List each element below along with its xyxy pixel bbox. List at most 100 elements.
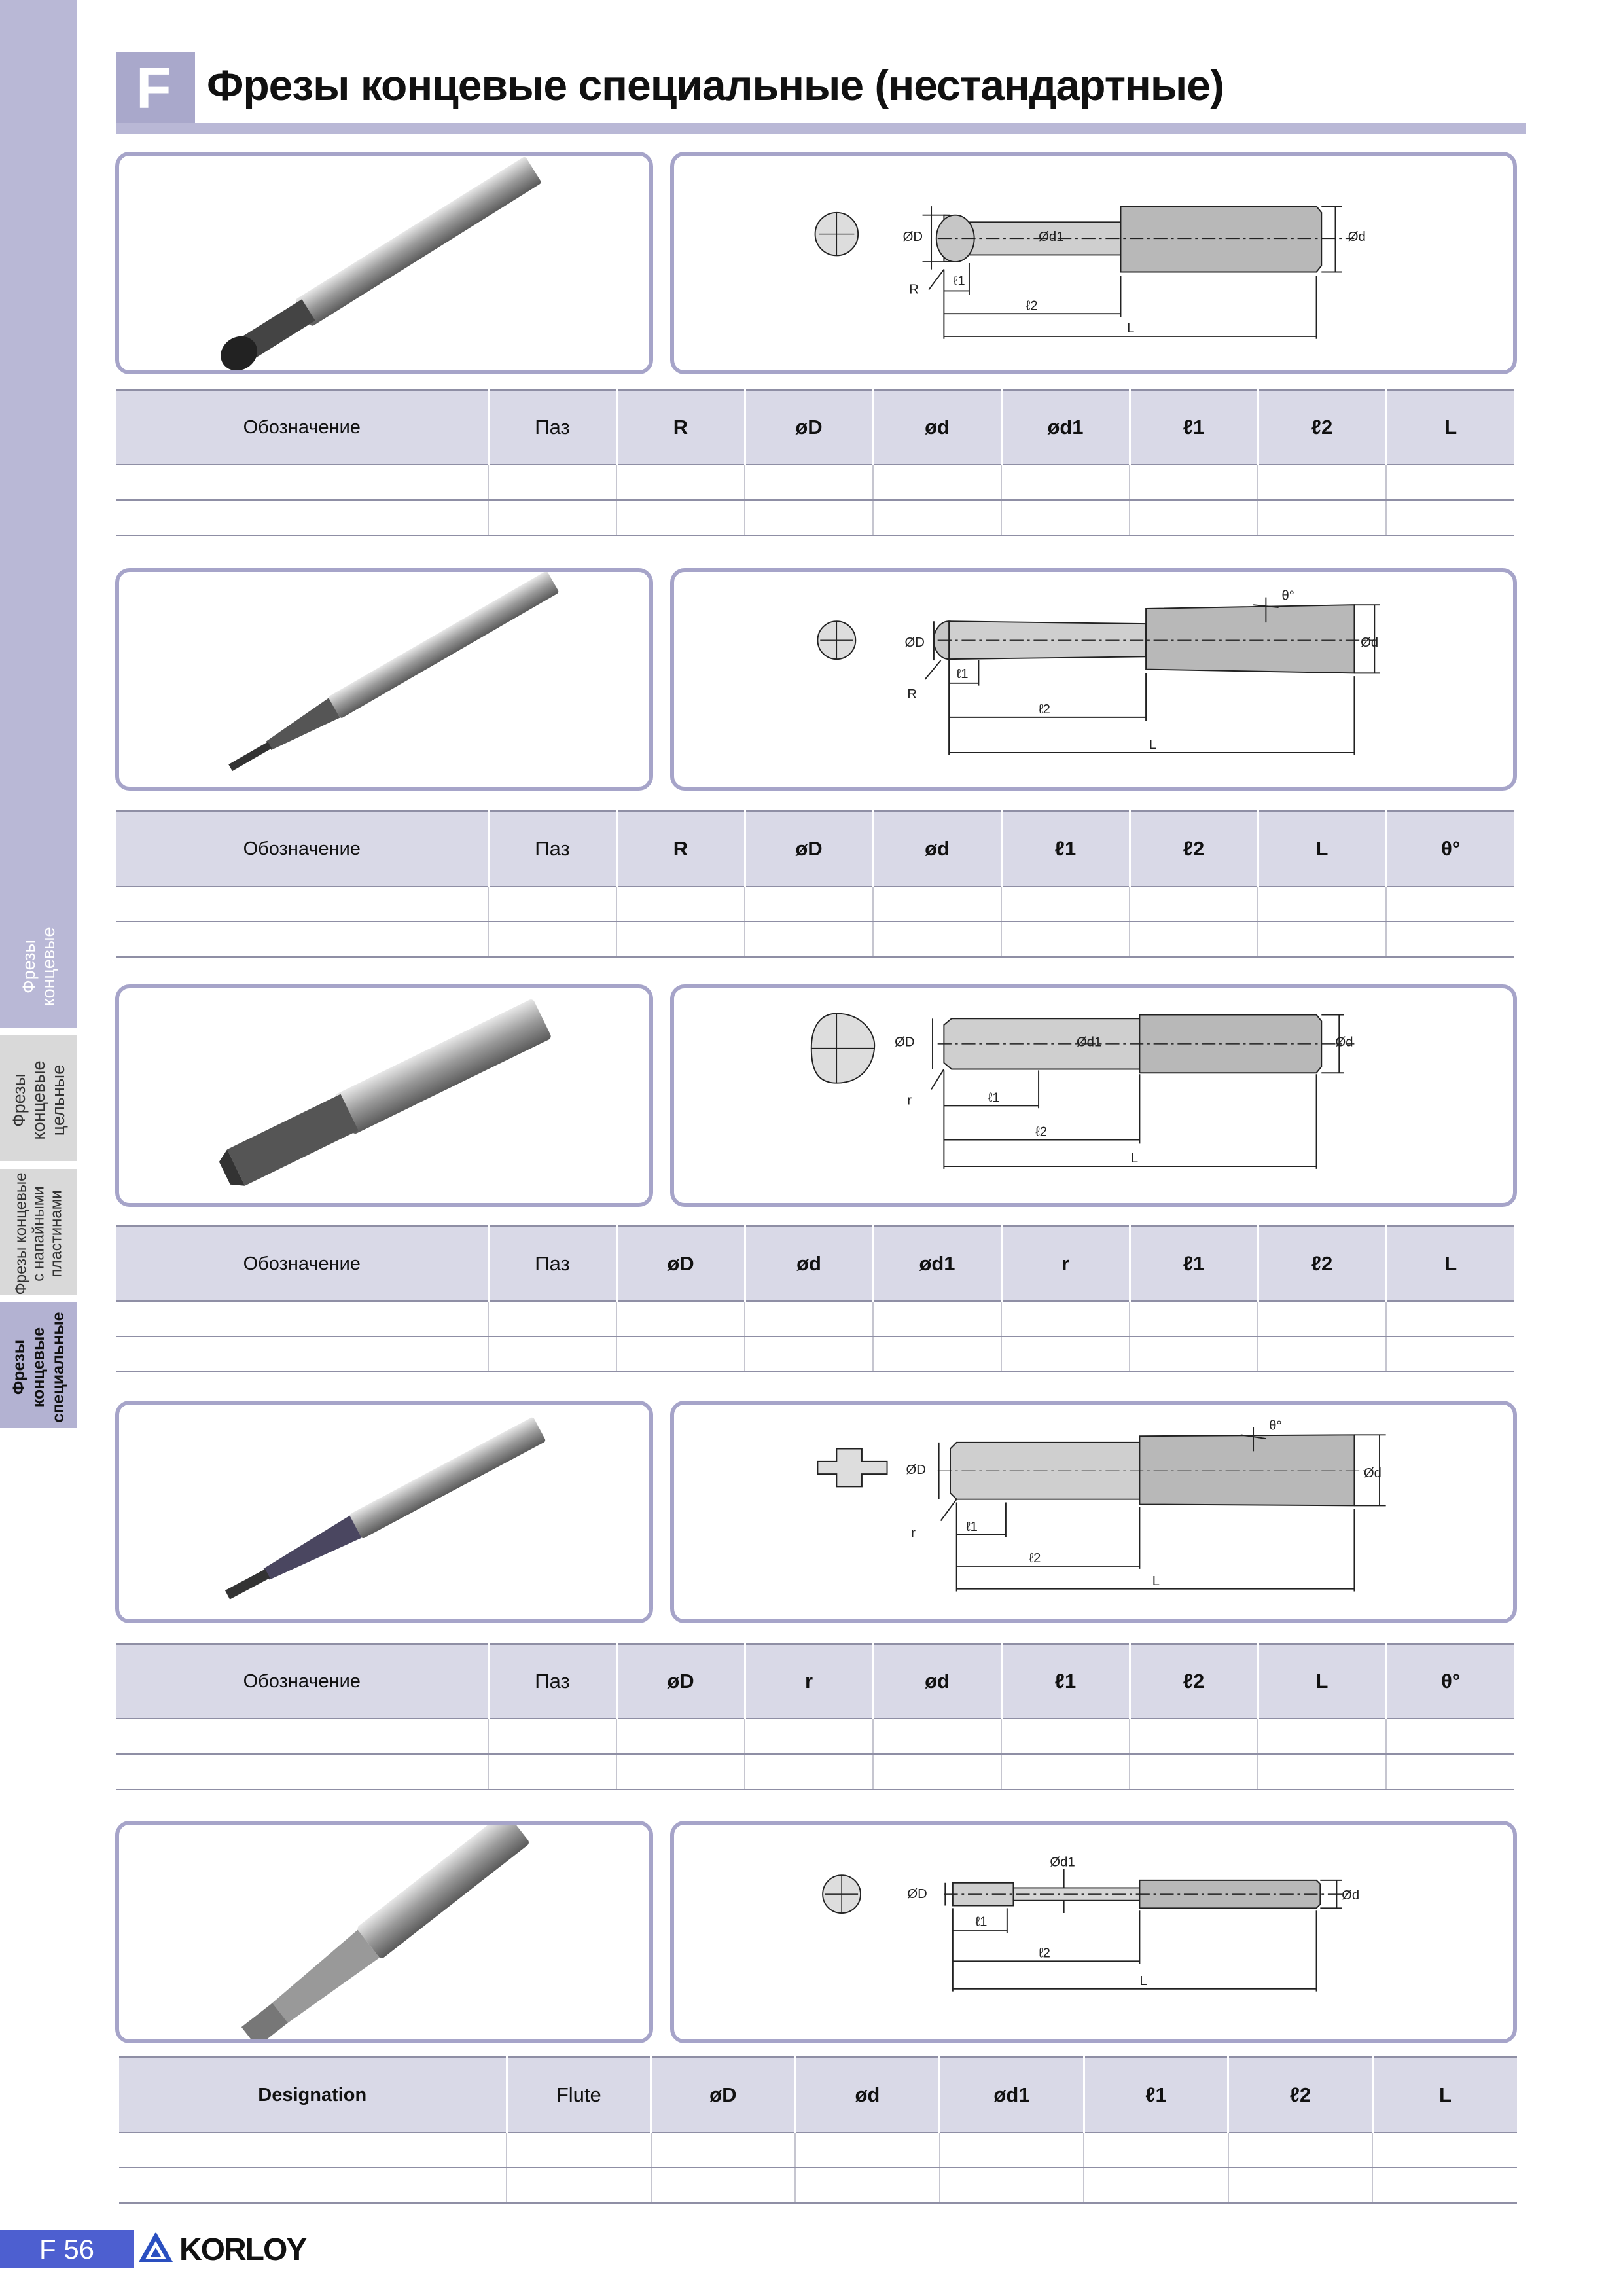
spec-table-3: Обозначение Паз øD ød ød1 r ℓ1 ℓ2 L [116, 1225, 1514, 1372]
dim-label-L: L [1139, 1974, 1147, 1988]
spec-table-5: Designation Flute øD ød ød1 ℓ1 ℓ2 L [119, 2056, 1517, 2204]
product-photo-tapered-radius-mill [115, 1401, 653, 1623]
dim-label-l2: ℓ2 [1039, 702, 1050, 717]
page-number: F 56 [39, 2234, 95, 2265]
col-header: ød [795, 2056, 941, 2133]
table-header-row: Обозначение Паз øD r ød ℓ1 ℓ2 L θ° [116, 1643, 1514, 1719]
dim-label-l2: ℓ2 [1035, 1125, 1047, 1139]
dimension-drawing-1: ØD Ød1 Ød R ℓ1 ℓ2 L [670, 152, 1517, 374]
sidebar-tab-end-mills[interactable]: Фрезы концевые [0, 902, 77, 1031]
dim-label-R: R [909, 282, 919, 296]
technical-drawing-2: ØD Ød θ° R ℓ1 ℓ2 L [817, 588, 1380, 755]
brand-name: KORLOY [179, 2233, 307, 2267]
end-mill-photo-image [241, 1825, 529, 2039]
section-badge: F [116, 52, 195, 124]
dim-label-d: Ød [1335, 1035, 1353, 1050]
dim-label-d: Ød [1364, 1466, 1382, 1480]
sidebar-tab-label: Фрезы концевые с напайными пластинами [12, 1172, 65, 1295]
col-header: Обозначение [116, 1643, 490, 1719]
page-title: Фрезы концевые специальные (нестандартны… [207, 61, 1224, 109]
col-header: R [616, 810, 746, 887]
col-header: Flute [507, 2056, 652, 2133]
col-header: øD [745, 810, 874, 887]
page-number-badge: F 56 [0, 2230, 134, 2268]
technical-drawing-5: ØD Ød1 Ød ℓ1 ℓ2 L [822, 1856, 1359, 1992]
end-mill-photo-image [228, 572, 559, 772]
technical-drawing-4: ØD Ød θ° r ℓ1 ℓ2 L [817, 1419, 1386, 1592]
dimension-drawing-5: ØD Ød1 Ød ℓ1 ℓ2 L [670, 1821, 1517, 2043]
table-row [116, 922, 1514, 958]
spec-table-4: Обозначение Паз øD r ød ℓ1 ℓ2 L θ° [116, 1643, 1514, 1790]
dim-label-D: ØD [906, 1463, 925, 1477]
dim-label-L: L [1131, 1151, 1138, 1166]
dim-label-d1: Ød1 [1050, 1856, 1075, 1870]
dim-label-d: Ød [1342, 1888, 1359, 1903]
dim-label-theta: θ° [1269, 1419, 1281, 1433]
col-header: R [616, 389, 746, 465]
end-mill-photo-image [219, 999, 551, 1186]
dim-label-D: ØD [907, 1887, 927, 1901]
col-header: Обозначение [116, 389, 490, 465]
dim-label-l2: ℓ2 [1029, 1551, 1041, 1566]
end-mill-photo-image [221, 156, 541, 370]
spec-table-1: Обозначение Паз R øD ød ød1 ℓ1 ℓ2 L [116, 389, 1514, 536]
dimension-drawing-3: ØD Ød1 Ød r ℓ1 ℓ2 L [670, 984, 1517, 1207]
table-row [116, 465, 1514, 501]
table-row [116, 1754, 1514, 1790]
col-header: ℓ2 [1130, 1643, 1259, 1719]
col-header: ℓ1 [1084, 2056, 1230, 2133]
end-mill-photo-image [224, 1417, 546, 1600]
dim-label-L: L [1127, 321, 1134, 336]
sidebar-tab-label: Фрезы концевые [19, 927, 58, 1007]
col-header: ℓ2 [1228, 2056, 1374, 2133]
col-header: θ° [1386, 810, 1514, 887]
brand-logo: KORLOY [137, 2228, 307, 2269]
title-rule [116, 123, 1526, 134]
table-row [116, 1301, 1514, 1337]
col-header: øD [745, 389, 874, 465]
dim-label-D: ØD [903, 230, 923, 244]
col-header: Паз [488, 1225, 618, 1302]
dim-label-L: L [1149, 738, 1156, 752]
technical-drawing-3: ØD Ød1 Ød r ℓ1 ℓ2 L [810, 1013, 1355, 1169]
table-row [116, 1336, 1514, 1372]
col-header: L [1258, 810, 1387, 887]
dim-label-d: Ød [1348, 230, 1366, 244]
product-photo-tapered-ball-mill [115, 568, 653, 791]
col-header: ød1 [939, 2056, 1085, 2133]
col-header: øD [651, 2056, 796, 2133]
dimension-drawing-4: ØD Ød θ° r ℓ1 ℓ2 L [670, 1401, 1517, 1623]
col-header: ℓ1 [1001, 1643, 1131, 1719]
col-header: L [1386, 389, 1514, 465]
dim-label-d: Ød [1361, 636, 1378, 650]
dim-label-D: ØD [895, 1035, 914, 1050]
dim-label-R: R [907, 687, 917, 702]
dim-label-r: r [907, 1094, 912, 1108]
col-header: ℓ2 [1258, 389, 1387, 465]
col-header: øD [616, 1225, 746, 1302]
dim-label-l1: ℓ1 [954, 274, 965, 289]
col-header: r [745, 1643, 874, 1719]
col-header: ød [873, 810, 1003, 887]
col-header: L [1372, 2056, 1517, 2133]
col-header: Designation [119, 2056, 508, 2133]
sidebar-tab-label: Фрезы концевые цельные [9, 1060, 68, 1140]
korloy-logo-icon [139, 2232, 173, 2262]
col-header: Обозначение [116, 810, 490, 887]
sidebar-tab-special-end-mills[interactable]: Фрезы концевые специальные [0, 1302, 77, 1432]
sidebar-tab-solid-end-mills[interactable]: Фрезы концевые цельные [0, 1035, 77, 1165]
col-header: r [1001, 1225, 1131, 1302]
table-header-row: Обозначение Паз R øD ød ℓ1 ℓ2 L θ° [116, 810, 1514, 887]
sidebar-strip [0, 0, 77, 902]
col-header: Паз [488, 1643, 618, 1719]
sidebar-tab-label: Фрезы концевые специальные [10, 1312, 67, 1423]
dim-label-l1: ℓ1 [966, 1520, 978, 1534]
spec-table-2: Обозначение Паз R øD ød ℓ1 ℓ2 L θ° [116, 810, 1514, 958]
dim-label-L: L [1152, 1574, 1160, 1588]
col-header: ød1 [1001, 389, 1131, 465]
sidebar-tab-brazed-end-mills[interactable]: Фрезы концевые с напайными пластинами [0, 1169, 77, 1299]
dim-label-l1: ℓ1 [957, 667, 969, 681]
col-header: L [1258, 1643, 1387, 1719]
col-header: ℓ1 [1130, 389, 1259, 465]
product-photo-flat-end-mill [115, 1821, 653, 2043]
